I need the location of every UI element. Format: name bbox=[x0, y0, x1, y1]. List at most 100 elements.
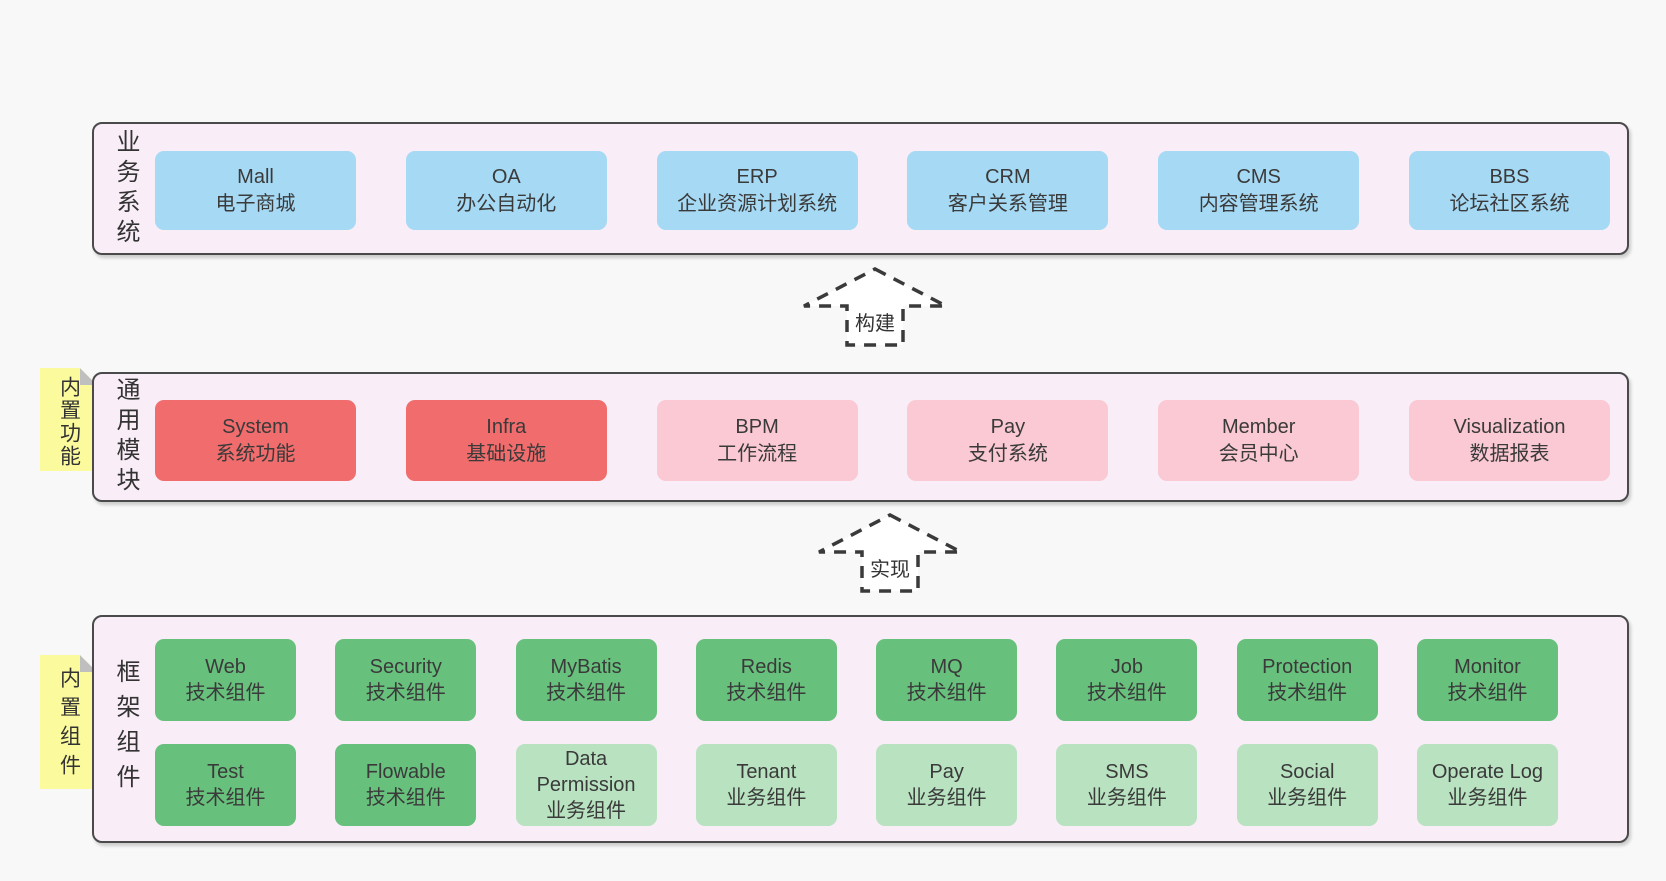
arrow-up-icon bbox=[803, 267, 947, 347]
box-subtitle: 内容管理系统 bbox=[1198, 192, 1319, 215]
box-bbs: BBS 论坛社区系统 bbox=[1408, 151, 1610, 230]
box-redis: Redis 技术组件 bbox=[695, 639, 837, 721]
box-monitor: Monitor 技术组件 bbox=[1416, 639, 1558, 721]
box-subtitle: 工作流程 bbox=[717, 442, 798, 465]
box-subtitle: 业务组件 bbox=[1447, 787, 1528, 809]
box-protection: Protection 技术组件 bbox=[1236, 639, 1378, 721]
box-subtitle: 论坛社区系统 bbox=[1449, 192, 1570, 215]
box-member: Member 会员中心 bbox=[1158, 400, 1360, 481]
box-pay-component: Pay 业务组件 bbox=[876, 744, 1018, 826]
sticky-note-builtin-features: 内置功能 bbox=[40, 368, 97, 471]
box-data-permission: Data Permission 业务组件 bbox=[515, 744, 657, 826]
box-subtitle: 技术组件 bbox=[1267, 682, 1348, 704]
arrow-build-label: 构建 bbox=[855, 312, 895, 335]
box-crm: CRM 客户关系管理 bbox=[907, 151, 1109, 230]
box-subtitle: 基础设施 bbox=[466, 442, 547, 465]
box-title: Job bbox=[1110, 656, 1144, 678]
box-flowable: Flowable 技术组件 bbox=[335, 744, 477, 826]
box-title: CRM bbox=[985, 165, 1031, 188]
box-title: ERP bbox=[736, 165, 778, 188]
box-title: MQ bbox=[930, 656, 963, 678]
box-title: Security bbox=[369, 656, 442, 678]
box-title: Visualization bbox=[1453, 415, 1566, 438]
band-label-modules: 通用模块 bbox=[112, 377, 139, 497]
box-pay: Pay 支付系统 bbox=[907, 400, 1109, 481]
sticky-label: 内置功能 bbox=[57, 375, 81, 468]
box-subtitle: 数据报表 bbox=[1469, 442, 1550, 465]
band-business-systems: 业务系统 Mall 电子商城 OA 办公自动化 ERP 企业资源计划系统 CRM… bbox=[92, 122, 1629, 255]
box-title: Member bbox=[1222, 415, 1296, 438]
box-mq: MQ 技术组件 bbox=[876, 639, 1018, 721]
box-cms: CMS 内容管理系统 bbox=[1158, 151, 1360, 230]
box-subtitle: 技术组件 bbox=[726, 682, 807, 704]
box-mall: Mall 电子商城 bbox=[155, 151, 356, 230]
box-test: Test 技术组件 bbox=[155, 744, 296, 826]
box-title: Monitor bbox=[1454, 656, 1521, 678]
box-title: Flowable bbox=[365, 761, 446, 783]
box-subtitle: 技术组件 bbox=[185, 682, 266, 704]
box-title: MyBatis bbox=[550, 656, 622, 678]
box-subtitle: 业务组件 bbox=[906, 787, 987, 809]
band-framework-components: 框架组件 Web 技术组件 Security 技术组件 MyBatis 技术组件… bbox=[92, 615, 1629, 843]
box-infra: Infra 基础设施 bbox=[405, 400, 607, 481]
box-subtitle: 业务组件 bbox=[546, 800, 627, 822]
box-visualization: Visualization 数据报表 bbox=[1408, 400, 1610, 481]
box-title: SMS bbox=[1105, 761, 1149, 783]
box-job: Job 技术组件 bbox=[1056, 639, 1198, 721]
sticky-label: 内置组件 bbox=[57, 666, 81, 783]
arrow-up-icon bbox=[818, 513, 962, 593]
components-row-1: Web 技术组件 Security 技术组件 MyBatis 技术组件 Redi… bbox=[155, 639, 1558, 721]
box-title: Pay bbox=[990, 415, 1026, 438]
box-subtitle: 技术组件 bbox=[1447, 682, 1528, 704]
box-subtitle: 客户关系管理 bbox=[947, 192, 1068, 215]
box-subtitle: 系统功能 bbox=[215, 442, 296, 465]
box-title: Tenant bbox=[736, 761, 797, 783]
box-social: Social 业务组件 bbox=[1236, 744, 1378, 826]
box-title: Pay bbox=[929, 761, 964, 783]
band-common-modules: 通用模块 System 系统功能 Infra 基础设施 BPM 工作流程 Pay… bbox=[92, 372, 1629, 502]
box-operate-log: Operate Log 业务组件 bbox=[1416, 744, 1558, 826]
box-bpm: BPM 工作流程 bbox=[656, 400, 858, 481]
arrow-implement: 实现 bbox=[815, 512, 965, 594]
box-title: BPM bbox=[735, 415, 779, 438]
box-subtitle: 技术组件 bbox=[365, 787, 446, 809]
box-title: Protection bbox=[1262, 656, 1353, 678]
box-title: CMS bbox=[1236, 165, 1281, 188]
box-subtitle: 会员中心 bbox=[1218, 442, 1299, 465]
box-title: OA bbox=[491, 165, 521, 188]
box-subtitle: 办公自动化 bbox=[456, 192, 557, 215]
arrow-build: 构建 bbox=[800, 266, 950, 348]
business-row: Mall 电子商城 OA 办公自动化 ERP 企业资源计划系统 CRM 客户关系… bbox=[155, 151, 1610, 230]
box-title: Social bbox=[1279, 761, 1335, 783]
box-subtitle: 电子商城 bbox=[215, 192, 296, 215]
arrow-implement-label: 实现 bbox=[870, 558, 910, 581]
box-title: System bbox=[222, 415, 289, 438]
box-sms: SMS 业务组件 bbox=[1056, 744, 1198, 826]
box-subtitle: 技术组件 bbox=[906, 682, 987, 704]
band-label-components: 框架组件 bbox=[112, 659, 139, 799]
box-title: Mall bbox=[237, 165, 274, 188]
box-title: Web bbox=[205, 656, 246, 678]
box-oa: OA 办公自动化 bbox=[405, 151, 607, 230]
box-title: BBS bbox=[1489, 165, 1530, 188]
box-subtitle: 技术组件 bbox=[546, 682, 627, 704]
box-subtitle: 技术组件 bbox=[1086, 682, 1167, 704]
modules-row: System 系统功能 Infra 基础设施 BPM 工作流程 Pay 支付系统… bbox=[155, 400, 1610, 481]
box-subtitle: 技术组件 bbox=[365, 682, 446, 704]
box-erp: ERP 企业资源计划系统 bbox=[656, 151, 858, 230]
box-tenant: Tenant 业务组件 bbox=[695, 744, 837, 826]
band-label-business: 业务系统 bbox=[112, 128, 139, 249]
box-system: System 系统功能 bbox=[155, 400, 356, 481]
box-security: Security 技术组件 bbox=[335, 639, 477, 721]
box-subtitle: 支付系统 bbox=[967, 442, 1048, 465]
components-row-2: Test 技术组件 Flowable 技术组件 Data Permission … bbox=[155, 744, 1558, 826]
box-title: Infra bbox=[486, 415, 527, 438]
box-subtitle: 技术组件 bbox=[185, 787, 266, 809]
box-title: Operate Log bbox=[1431, 761, 1544, 783]
box-subtitle: 企业资源计划系统 bbox=[677, 192, 838, 215]
box-subtitle: 业务组件 bbox=[1086, 787, 1167, 809]
box-mybatis: MyBatis 技术组件 bbox=[515, 639, 657, 721]
box-title: Test bbox=[207, 761, 244, 783]
sticky-note-builtin-components: 内置组件 bbox=[40, 655, 97, 789]
